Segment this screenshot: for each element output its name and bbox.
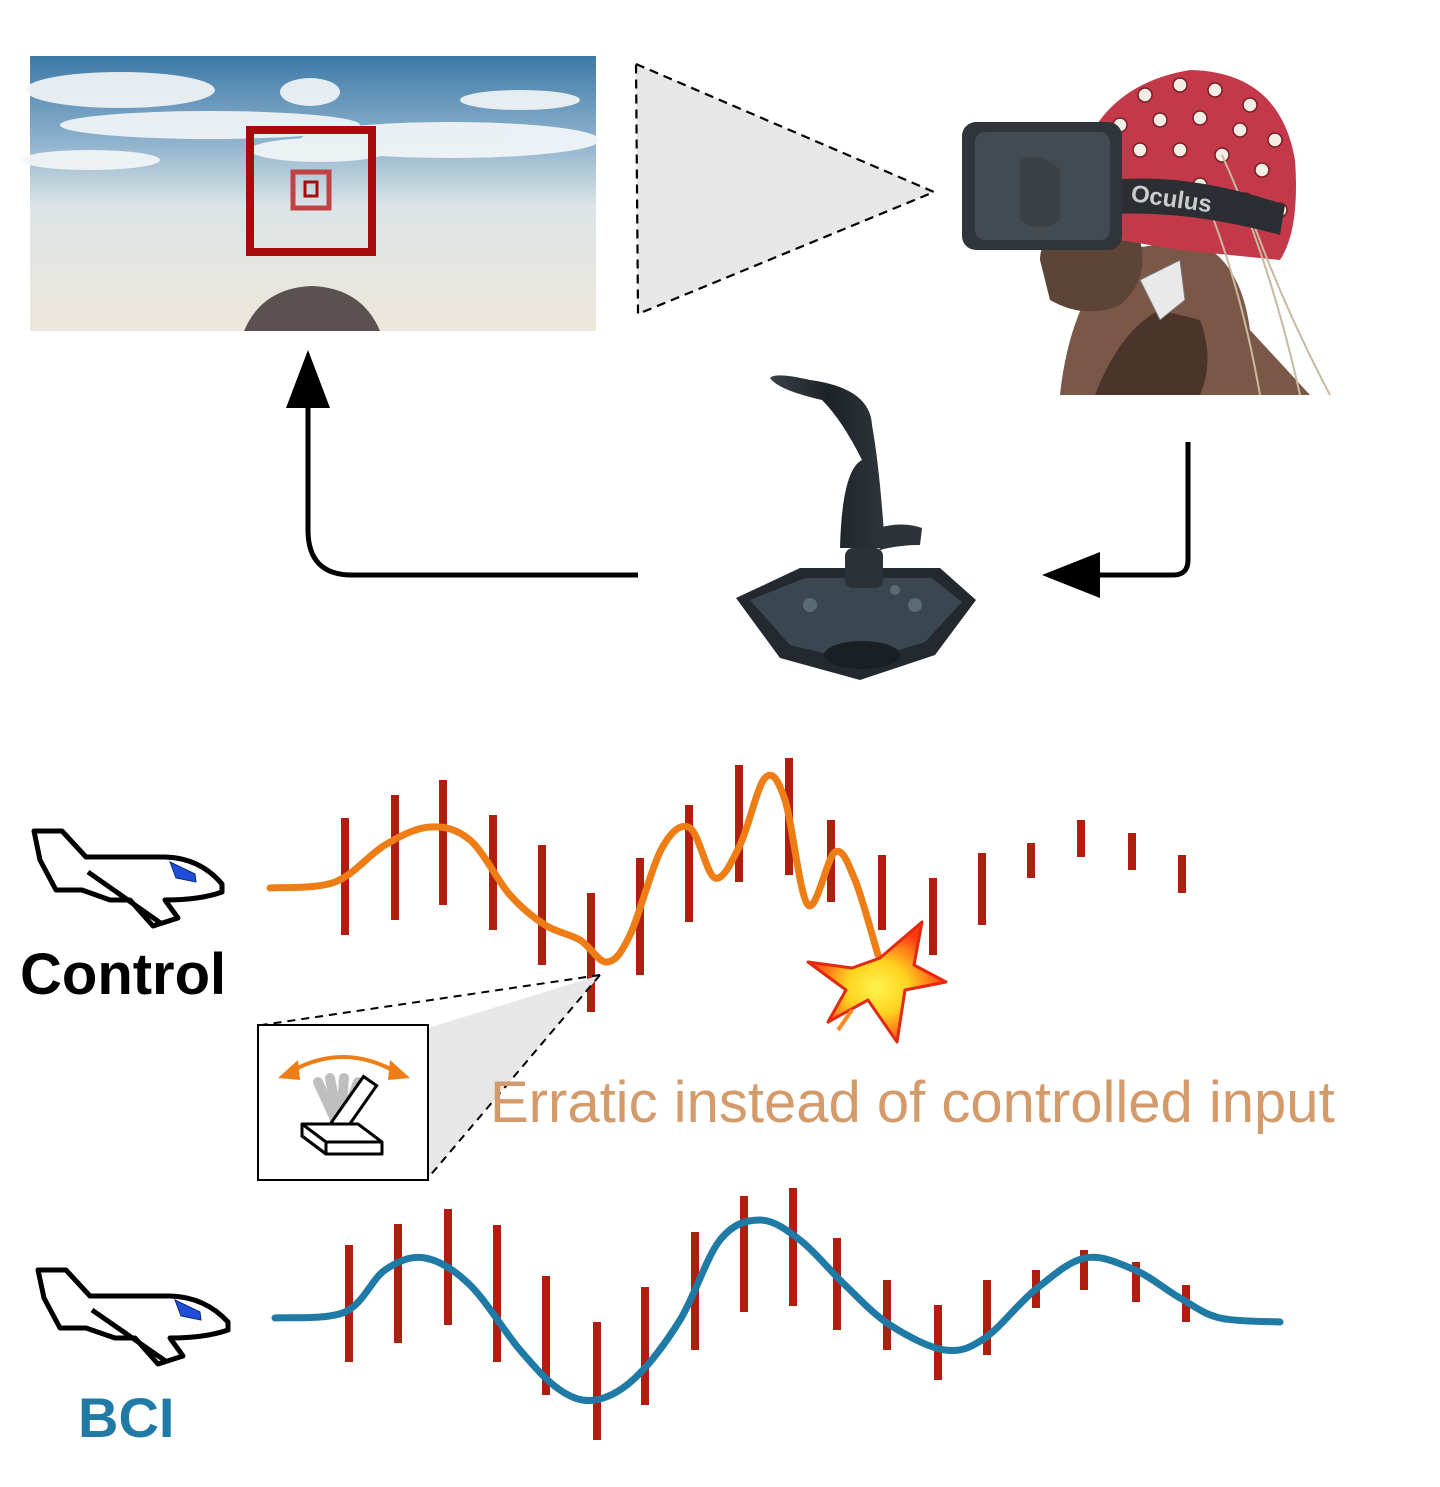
control-pulse-bars xyxy=(341,758,1186,1012)
participant-icon: Oculus xyxy=(962,70,1331,396)
bci-input-trace xyxy=(271,1216,1284,1404)
bci-label: BCI xyxy=(78,1386,175,1449)
earbud-wire xyxy=(1139,259,1186,321)
arrow-person-to-joystick xyxy=(1098,442,1191,578)
erratic-joystick-inset xyxy=(257,1024,429,1181)
arrow-head-up xyxy=(286,350,330,408)
bci-airplane-icon xyxy=(35,1267,231,1367)
joystick-icon xyxy=(736,375,976,680)
flight-scene xyxy=(20,56,600,331)
headset-strap xyxy=(1110,178,1285,235)
outer-target-box xyxy=(246,126,376,256)
inner-target-box xyxy=(290,169,332,211)
control-label: Control xyxy=(20,942,227,1007)
erratic-input-caption: Erratic instead of controlled input xyxy=(490,1070,1335,1135)
bci-panel xyxy=(35,1188,1284,1440)
plane-nose xyxy=(244,286,380,331)
arrow-head-left xyxy=(1042,552,1100,598)
control-plane-window xyxy=(169,861,197,883)
crash-explosion-icon xyxy=(806,920,948,1044)
control-input-trace xyxy=(266,771,882,966)
arrow-joystick-to-scene xyxy=(305,392,638,578)
control-panel xyxy=(31,758,1186,1044)
bci-pulse-bars xyxy=(345,1188,1190,1440)
control-airplane-icon xyxy=(31,828,225,929)
view-cone xyxy=(634,62,937,316)
bci-plane-window xyxy=(174,1299,202,1321)
eeg-electrodes xyxy=(1112,77,1288,218)
